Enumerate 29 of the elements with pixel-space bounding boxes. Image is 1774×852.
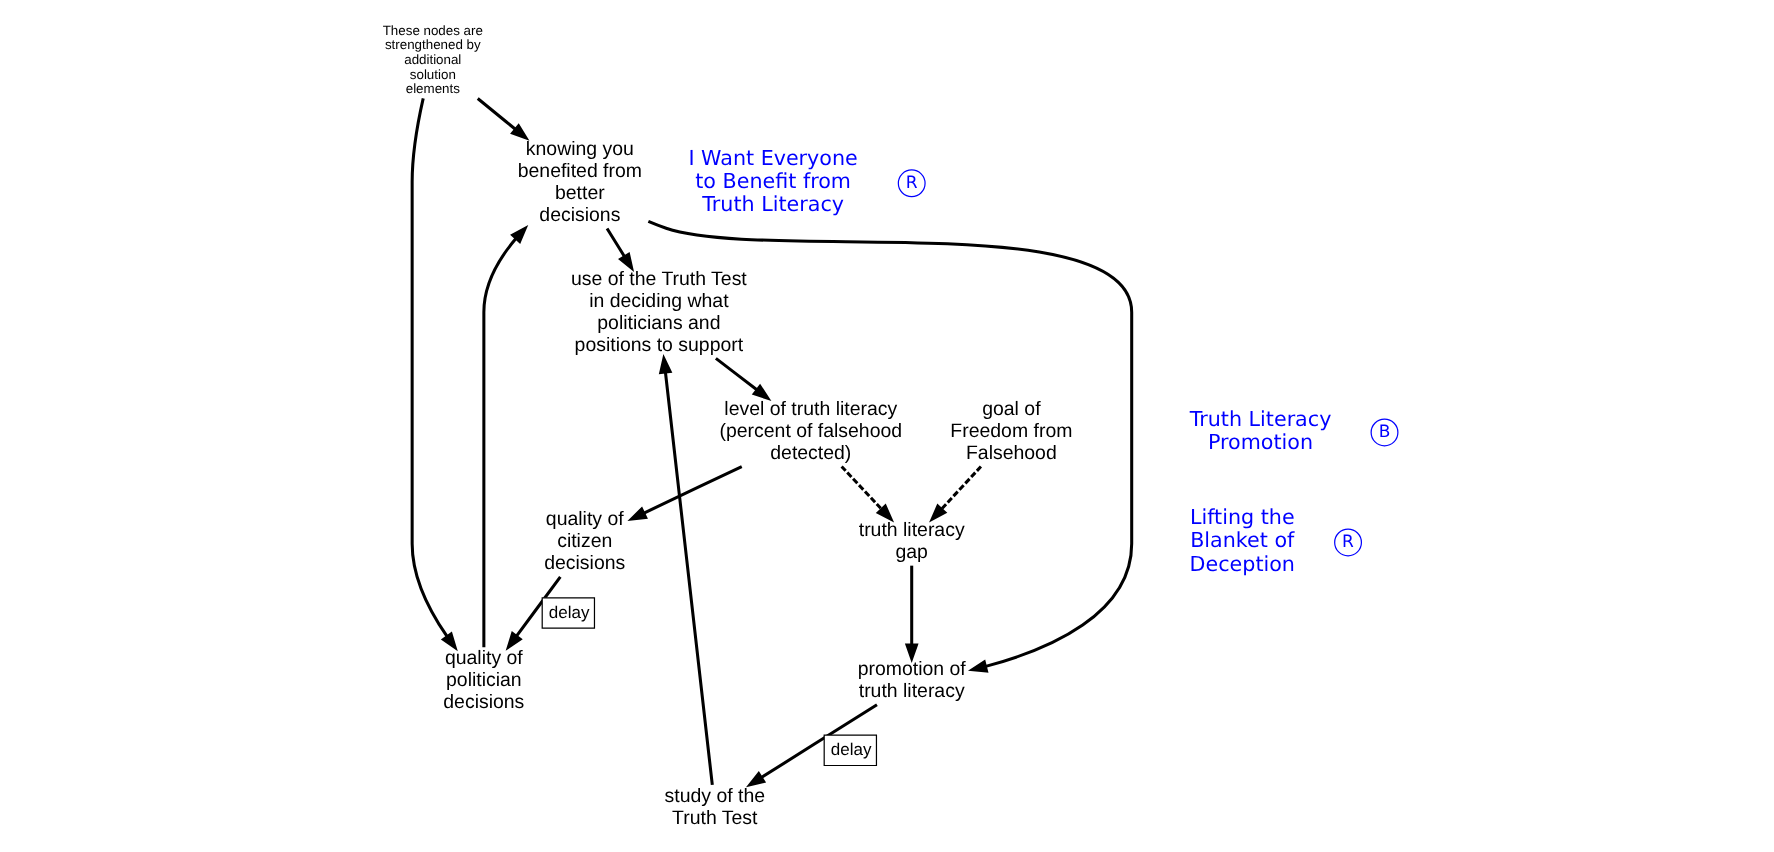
arrow	[646, 219, 1133, 672]
arrow	[604, 226, 634, 272]
node-text: promotion of truth literacy	[856, 658, 965, 703]
edge-label: delay	[829, 738, 871, 759]
label: B	[1377, 421, 1390, 442]
node-text: quality of citizen decisions	[543, 508, 625, 574]
arrow	[928, 464, 982, 522]
label: Truth Literacy Promotion	[1188, 406, 1331, 454]
arrow	[626, 464, 742, 520]
node-text: study of the Truth Test	[663, 784, 765, 829]
node-text: knowing you benefited from better decisions	[516, 138, 642, 226]
label: R	[1341, 531, 1353, 552]
arrow	[504, 574, 561, 650]
label: Lifting the Blanket of Deception	[1188, 505, 1294, 576]
arrow	[903, 564, 918, 663]
arrow	[839, 464, 894, 522]
edge-label: delay	[547, 601, 589, 622]
arrow	[657, 353, 713, 785]
arrow	[481, 224, 528, 647]
label: I Want Everyone to Benefit from Truth Literacy	[687, 146, 857, 217]
arrow	[475, 96, 529, 140]
node-text: truth literacy gap	[857, 519, 964, 564]
node-text: level of truth literacy (percent of falsehood detected)	[718, 398, 902, 464]
label: R	[904, 172, 917, 193]
node-text: goal of Freedom from Falsehood	[949, 398, 1072, 464]
arrow	[409, 97, 457, 651]
arrow	[713, 356, 771, 400]
node-text: use of the Truth Test in deciding what politicians and positions to support	[570, 268, 746, 356]
node-text: quality of politician decisions	[442, 647, 524, 714]
